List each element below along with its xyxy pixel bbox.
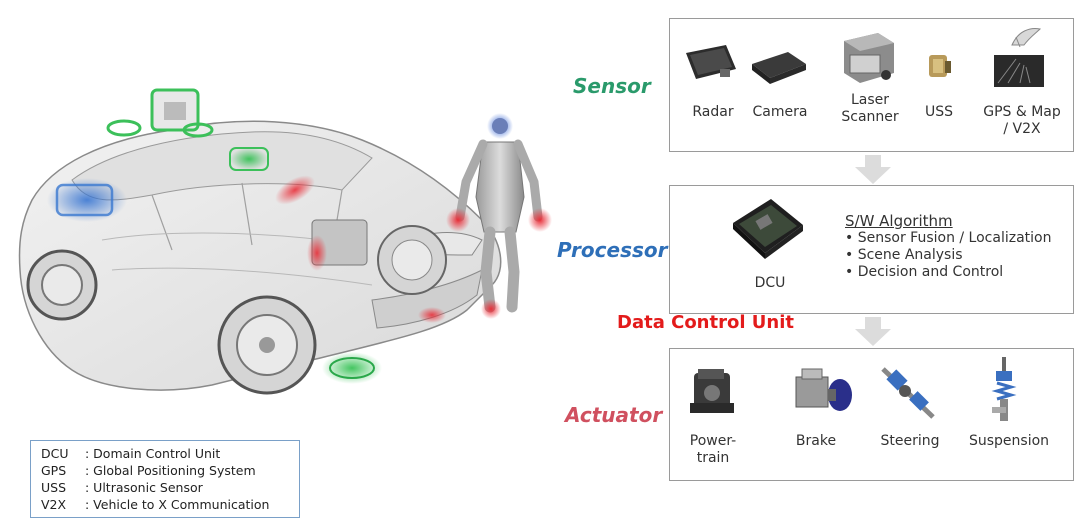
actuator-brake-label: Brake [795,433,837,449]
brake-icon [795,368,852,411]
sensor-gps-label: GPS & Map / V2X [980,104,1064,138]
legend-abbr: GPS [41,463,67,478]
side-radar-glow [275,175,315,205]
windshield-camera [229,147,269,171]
algorithm-item: • Sensor Fusion / Localization [845,230,1052,246]
radar-icon [686,45,736,79]
steering-icon [881,367,935,419]
ultrasonic-sensor-icon [929,55,951,77]
suspension-icon [991,357,1017,421]
sw-algorithm-title: S/W Algorithm [845,212,953,230]
legend-abbr: V2X [41,497,67,512]
front-right-wheel [377,225,447,295]
actuator-suspension-label: Suspension [968,433,1050,449]
data-control-unit-annotation: Data Control Unit [617,312,794,333]
rear-radar-glow [47,178,127,222]
legend-desc: : Domain Control Unit [85,446,221,461]
processor-stage-label: Processor [557,238,668,262]
dcu-label: DCU [754,275,786,291]
laser-scanner-line1: Laser [850,92,890,108]
down-arrow-icon [855,317,891,346]
algorithm-item: • Decision and Control [845,264,1004,280]
legend-row: USS : Ultrasonic Sensor [41,479,289,496]
sw-algorithm-block: S/W Algorithm • Sensor Fusion / Localiza… [845,213,1051,281]
roof-lidar [150,88,200,132]
sensor-stage-label: Sensor [573,74,651,98]
powertrain-line1: Power- [689,433,737,449]
down-arrow-icon [855,155,891,184]
gps-line1: GPS & Map [983,104,1061,120]
legend-row: DCU : Domain Control Unit [41,445,289,462]
gps-line2: / V2X [1003,121,1041,137]
processor-panel [669,185,1074,314]
powertrain-line2: train [696,450,730,466]
powertrain-icon [690,369,734,413]
legend-row: GPS : Global Positioning System [41,462,289,479]
camera-icon [752,52,806,84]
car-illustration [18,88,502,395]
actuator-powertrain-label: Power- train [682,433,744,467]
algorithm-item-text: Decision and Control [857,264,1004,280]
rear-wheel [26,249,98,321]
algorithm-item: • Scene Analysis [845,247,963,263]
laser-scanner-icon [844,33,894,83]
legend-desc: : Vehicle to X Communication [85,497,270,512]
laser-scanner-line2: Scanner [841,109,899,125]
sensor-laser-scanner-label: Laser Scanner [835,92,905,126]
algorithm-item-text: Sensor Fusion / Localization [857,230,1052,246]
legend-row: V2X : Vehicle to X Communication [41,496,289,513]
actuator-stage-label: Actuator [565,403,663,427]
legend-abbr: DCU [41,446,69,461]
abbreviation-legend: DCU : Domain Control Unit GPS : Global Pos… [30,440,300,518]
legend-abbr: USS [41,480,67,495]
sensor-camera-label: Camera [752,104,808,120]
legend-desc: : Global Positioning System [85,463,256,478]
legend-desc: : Ultrasonic Sensor [85,480,203,495]
actuator-steering-label: Steering [880,433,940,449]
sensor-panel: Radar Camera Laser Scanner USS GPS & Map… [669,18,1074,152]
pedestrian-figure [446,113,552,319]
dcu-board-icon [733,199,803,259]
gps-map-icon [994,28,1044,87]
front-wheel [217,295,317,395]
sensor-radar-label: Radar [692,104,734,120]
sensor-uss-label: USS [924,104,954,120]
actuator-panel: Power- train Brake Steering Suspension [669,348,1074,481]
algorithm-item-text: Scene Analysis [857,247,963,263]
